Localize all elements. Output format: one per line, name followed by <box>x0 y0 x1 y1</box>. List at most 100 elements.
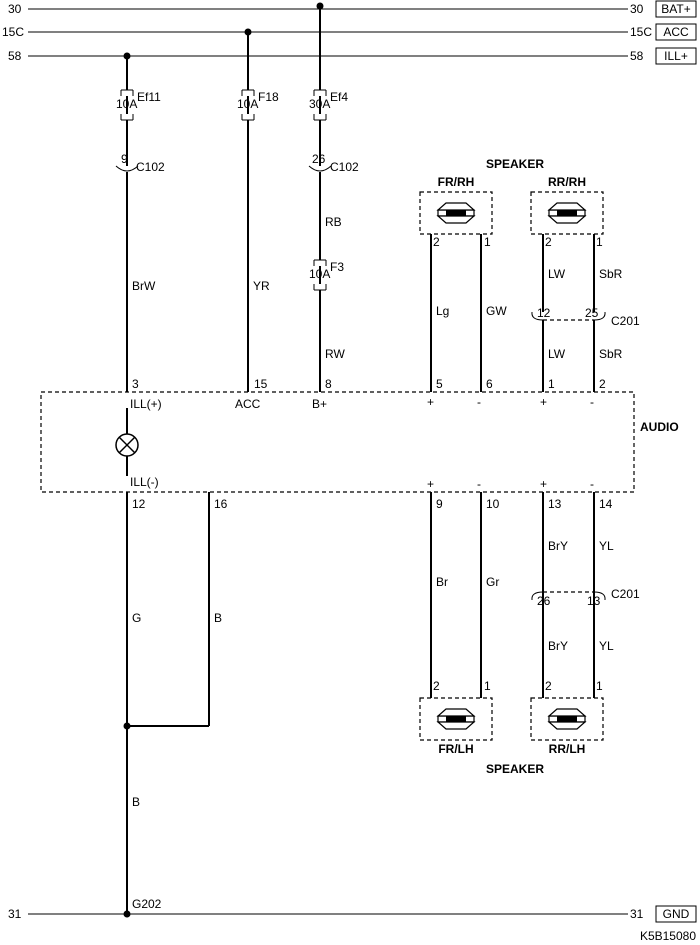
g-label: G <box>132 611 141 625</box>
speaker-fr-lh-icon <box>437 708 475 730</box>
illumination-lamp-icon <box>115 433 139 457</box>
audio-pin-5-label: + <box>427 395 434 409</box>
audio-pin-1-label: + <box>540 395 547 409</box>
audio-pin-6-number: 6 <box>486 377 493 391</box>
audio-pin-13-number: 13 <box>548 497 562 511</box>
c201-top-name: C201 <box>611 314 640 328</box>
speaker-rr-lh-icon <box>548 708 586 730</box>
sbr-label-lower: SbR <box>599 347 623 361</box>
audio-pin-13-label: + <box>540 477 547 491</box>
lw-label-lower: LW <box>548 347 566 361</box>
speaker-fr-rh-icon <box>437 202 475 224</box>
fuse-f18 <box>241 89 255 121</box>
brw-label: BrW <box>132 279 156 293</box>
audio-pin-16-number: 16 <box>214 497 228 511</box>
ill-rail-right-label: 58 <box>630 49 644 63</box>
bry-label-upper: BrY <box>548 539 568 553</box>
rw-label: RW <box>325 347 345 361</box>
lw-label-upper: LW <box>548 267 566 281</box>
audio-pin-12-label: ILL(-) <box>130 475 159 489</box>
speaker-fr-lh-pin-b: 1 <box>484 679 491 693</box>
b-gnd-label: B <box>132 795 140 809</box>
audio-pin-10-number: 10 <box>486 497 500 511</box>
speaker-rr-rh-pin-b: 1 <box>596 235 603 249</box>
audio-pin-2-number: 2 <box>599 377 606 391</box>
fuse-ef4-rating: 30A <box>309 97 330 111</box>
bat-rail-right-label: 30 <box>630 2 644 16</box>
ill-tag: ILL+ <box>664 49 688 63</box>
c102-ill-connector <box>115 165 139 172</box>
speaker-rr-rh-box <box>530 191 604 235</box>
gnd-tag-box <box>655 905 697 923</box>
audio-pin-5-number: 5 <box>436 377 443 391</box>
yr-label: YR <box>253 279 270 293</box>
c201-bottom-connector <box>531 591 606 601</box>
audio-pin-14-label: - <box>590 477 594 491</box>
bat-tag: BAT+ <box>661 2 690 16</box>
gr-label: Gr <box>486 575 499 589</box>
speaker-rr-lh-name: RR/LH <box>549 742 586 756</box>
yl-label-upper: YL <box>599 539 614 553</box>
speaker-fr-rh-pin-a: 2 <box>433 235 440 249</box>
c201-top-connector <box>531 311 606 321</box>
gnd-tag: GND <box>663 907 690 921</box>
bry-label-lower: BrY <box>548 639 568 653</box>
audio-pin-3-label: ILL(+) <box>130 397 162 411</box>
c102-ill-name: C102 <box>136 160 165 174</box>
ill-rail-left-label: 58 <box>8 49 22 63</box>
fuse-f3-name: F3 <box>330 260 344 274</box>
c201-bottom-name: C201 <box>611 587 640 601</box>
fuse-f3 <box>313 259 327 291</box>
audio-pin-15-number: 15 <box>254 377 268 391</box>
acc-rail-right-label: 15C <box>630 25 652 39</box>
fuse-f3-rating: 10A <box>309 267 330 281</box>
speaker-rr-lh-box <box>530 697 604 741</box>
rb-label: RB <box>325 215 342 229</box>
speaker-rr-lh-pin-b: 1 <box>596 679 603 693</box>
ground-point-name: G202 <box>132 897 162 911</box>
acc-tag-box <box>655 23 697 41</box>
speaker-rr-rh-name: RR/RH <box>548 175 586 189</box>
audio-pin-9-number: 9 <box>436 497 443 511</box>
speaker-group-bottom-label: SPEAKER <box>486 762 544 776</box>
ground-splice-dot <box>123 722 131 730</box>
ill-tag-box <box>655 47 697 65</box>
c201-top-pin-b: 25 <box>585 306 599 320</box>
audio-pin-14-number: 14 <box>599 497 613 511</box>
fuse-ef4 <box>313 89 327 121</box>
c102-ill-pin: 9 <box>121 152 128 166</box>
diagram-code: K5B15080 <box>640 929 696 943</box>
audio-pin-10-label: - <box>477 477 481 491</box>
audio-pin-12-number: 12 <box>132 497 146 511</box>
c102-bat-connector <box>308 165 332 172</box>
lg-label: Lg <box>436 304 449 318</box>
speaker-fr-rh-pin-b: 1 <box>484 235 491 249</box>
yl-label-lower: YL <box>599 639 614 653</box>
speaker-fr-rh-box <box>419 191 493 235</box>
gw-label: GW <box>486 304 507 318</box>
gnd-rail-right-label: 31 <box>630 907 644 921</box>
audio-pin-2-label: - <box>590 395 594 409</box>
fuse-ef11-name: Ef11 <box>137 90 161 104</box>
speaker-fr-lh-pin-a: 2 <box>433 679 440 693</box>
speaker-rr-rh-pin-a: 2 <box>545 235 552 249</box>
c102-bat-pin: 26 <box>312 152 326 166</box>
fuse-ef4-name: Ef4 <box>330 90 348 104</box>
audio-pin-3-number: 3 <box>132 377 139 391</box>
speaker-rr-lh-pin-a: 2 <box>545 679 552 693</box>
b-16-label: B <box>214 611 222 625</box>
acc-tag: ACC <box>663 25 689 39</box>
fuse-f18-rating: 10A <box>237 97 258 111</box>
c201-top-pin-a: 12 <box>537 306 551 320</box>
audio-pin-8-label: B+ <box>312 397 327 411</box>
gnd-rail-left-label: 31 <box>8 907 22 921</box>
speaker-rr-rh-icon <box>548 202 586 224</box>
audio-pin-15-label: ACC <box>235 397 261 411</box>
fuse-ef11-rating: 10A <box>116 97 137 111</box>
audio-pin-1-number: 1 <box>548 377 555 391</box>
acc-rail-left-label: 15C <box>2 25 24 39</box>
bat-tag-box <box>655 0 697 18</box>
audio-pin-8-number: 8 <box>325 377 332 391</box>
